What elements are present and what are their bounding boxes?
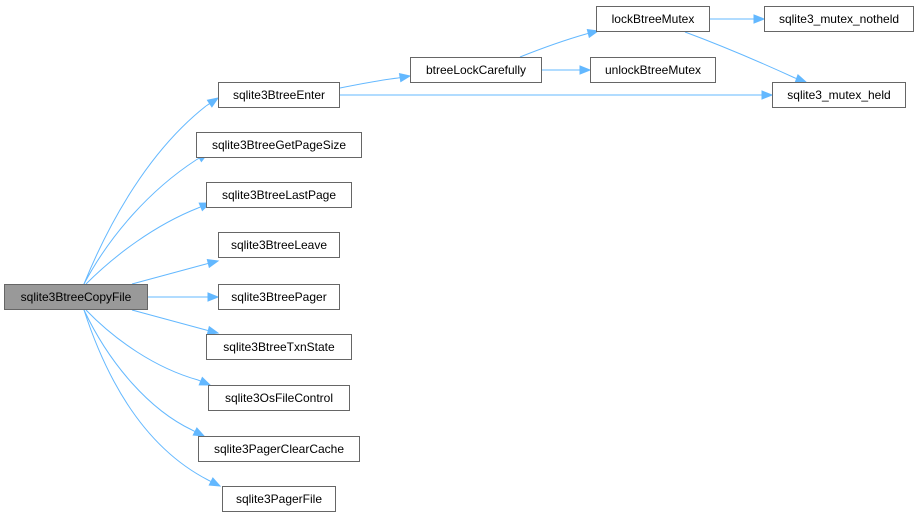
edge-enter-held-arrowhead xyxy=(761,90,774,100)
node-unlockbtreemutex[interactable]: unlockBtreeMutex xyxy=(590,57,716,83)
edge-copyfile-clearcache xyxy=(83,309,193,431)
edge-copyfile-enter-arrowhead xyxy=(206,97,220,108)
edge-copyfile-pagerfile-arrowhead xyxy=(208,477,222,487)
edge-copyfile-osfilecontrol-arrowhead xyxy=(198,376,212,386)
edge-lockcarefully-unlockmutex-arrowhead xyxy=(579,65,592,75)
edge-copyfile-getpagesize-tail xyxy=(195,157,200,161)
edge-copyfile-leave-tail xyxy=(205,262,209,265)
node-sqlite3osfilecontrol[interactable]: sqlite3OsFileControl xyxy=(208,385,350,411)
edge-copyfile-leave xyxy=(131,263,207,285)
edge-lockmutex-held xyxy=(684,31,796,79)
edge-copyfile-txnstate xyxy=(131,309,207,331)
edge-copyfile-osfilecontrol-tail xyxy=(197,379,201,382)
edge-lockcarefully-lockmutex xyxy=(519,33,587,58)
edge-lockcarefully-lockmutex-tail xyxy=(585,32,589,35)
node-sqlite3-mutex-held[interactable]: sqlite3_mutex_held xyxy=(772,82,906,108)
edge-copyfile-leave-arrowhead xyxy=(206,258,220,269)
edge-copyfile-getpagesize xyxy=(83,159,197,285)
edge-lockmutex-held-tail xyxy=(794,77,797,80)
node-lockbtreemutex[interactable]: lockBtreeMutex xyxy=(596,6,710,32)
node-sqlite3btreeleave[interactable]: sqlite3BtreeLeave xyxy=(218,232,340,258)
node-sqlite3btreetxnstate[interactable]: sqlite3BtreeTxnState xyxy=(206,334,352,360)
edge-copyfile-enter-tail xyxy=(205,103,210,107)
edge-copyfile-clearcache-arrowhead xyxy=(192,427,206,437)
node-sqlite3-mutex-notheld[interactable]: sqlite3_mutex_notheld xyxy=(764,6,914,32)
edge-enter-lockcarefully-arrowhead xyxy=(398,73,412,83)
edge-copyfile-txnstate-arrowhead xyxy=(206,325,220,336)
node-sqlite3btreegetpagesize[interactable]: sqlite3BtreeGetPageSize xyxy=(196,132,362,158)
node-sqlite3btreelastpage[interactable]: sqlite3BtreeLastPage xyxy=(206,182,352,208)
node-btreelockcarefully[interactable]: btreeLockCarefully xyxy=(410,57,542,83)
node-sqlite3pagerfile[interactable]: sqlite3PagerFile xyxy=(222,486,336,512)
node-sqlite3btreeenter[interactable]: sqlite3BtreeEnter xyxy=(218,82,340,108)
edge-lockmutex-notheld-arrowhead xyxy=(753,14,766,24)
edge-copyfile-clearcache-tail xyxy=(191,429,196,432)
node-sqlite3btreepager[interactable]: sqlite3BtreePager xyxy=(218,284,340,310)
edge-enter-lockcarefully xyxy=(339,77,399,89)
edge-copyfile-lastpage-tail xyxy=(197,206,201,209)
edge-copyfile-lastpage xyxy=(85,207,199,285)
edge-copyfile-pager-arrowhead xyxy=(207,292,220,302)
edge-copyfile-txnstate-tail xyxy=(205,329,209,332)
edge-copyfile-enter xyxy=(83,105,207,285)
edge-copyfile-pagerfile-tail xyxy=(207,479,212,482)
edge-copyfile-osfilecontrol xyxy=(85,309,199,381)
node-sqlite3pagerclearcache[interactable]: sqlite3PagerClearCache xyxy=(198,436,360,462)
node-sqlite3btreecopyfile: sqlite3BtreeCopyFile xyxy=(4,284,148,310)
edge-copyfile-pagerfile xyxy=(83,309,209,481)
